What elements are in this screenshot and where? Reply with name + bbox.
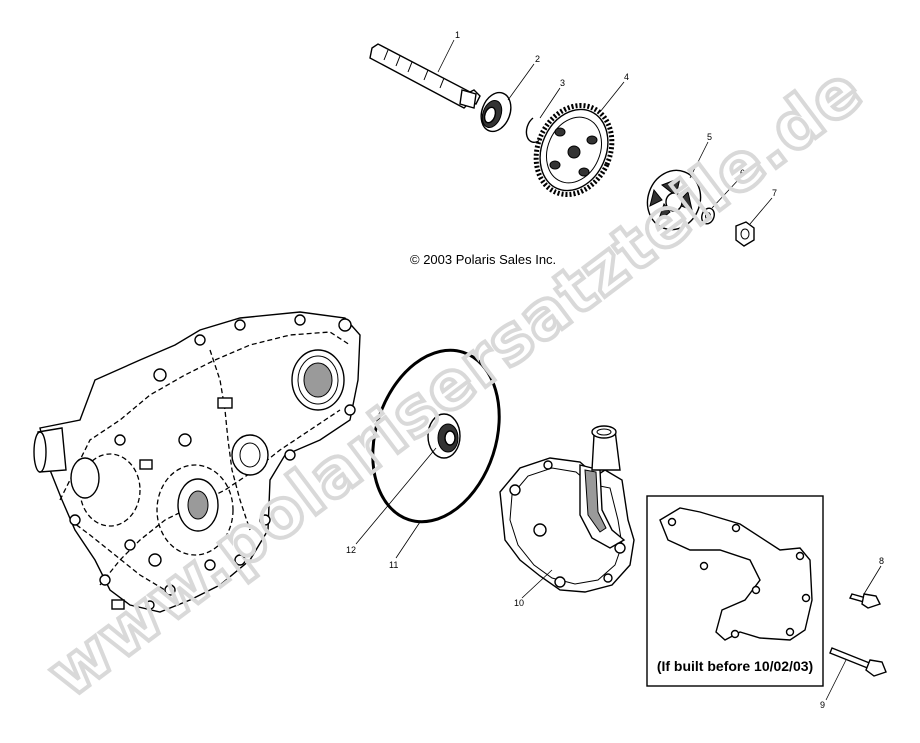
callout-11: 11 — [389, 560, 398, 570]
part-seal — [427, 413, 461, 459]
part-bolt-long — [829, 647, 887, 677]
gasket-box: (If built before 10/02/03) — [646, 495, 824, 687]
crankcase-cover — [33, 311, 361, 613]
callout-10: 10 — [514, 598, 524, 608]
copyright-notice: © 2003 Polaris Sales Inc. — [410, 252, 556, 267]
part-o-ring — [371, 348, 501, 524]
callout-labels: 1 2 3 4 5 6 7 8 9 10 11 12 — [346, 30, 884, 710]
callout-9: 9 — [820, 700, 825, 710]
callout-5: 5 — [707, 132, 712, 142]
part-shaft — [369, 43, 481, 109]
callout-2: 2 — [535, 54, 540, 64]
callout-3: 3 — [560, 78, 565, 88]
part-gear — [533, 102, 615, 198]
callout-4: 4 — [624, 72, 629, 82]
part-washer — [701, 207, 715, 225]
part-impeller — [646, 169, 702, 231]
callout-6: 6 — [740, 168, 745, 178]
part-pump-cover — [499, 425, 635, 593]
callout-1: 1 — [455, 30, 460, 40]
callout-8: 8 — [879, 556, 884, 566]
part-nut — [735, 221, 755, 247]
part-bolt-short — [848, 593, 881, 609]
callout-7: 7 — [772, 188, 777, 198]
note-built-before: (If built before 10/02/03) — [657, 658, 813, 674]
leader-lines — [355, 39, 882, 701]
callout-12: 12 — [346, 545, 356, 555]
part-bearing — [480, 91, 512, 133]
